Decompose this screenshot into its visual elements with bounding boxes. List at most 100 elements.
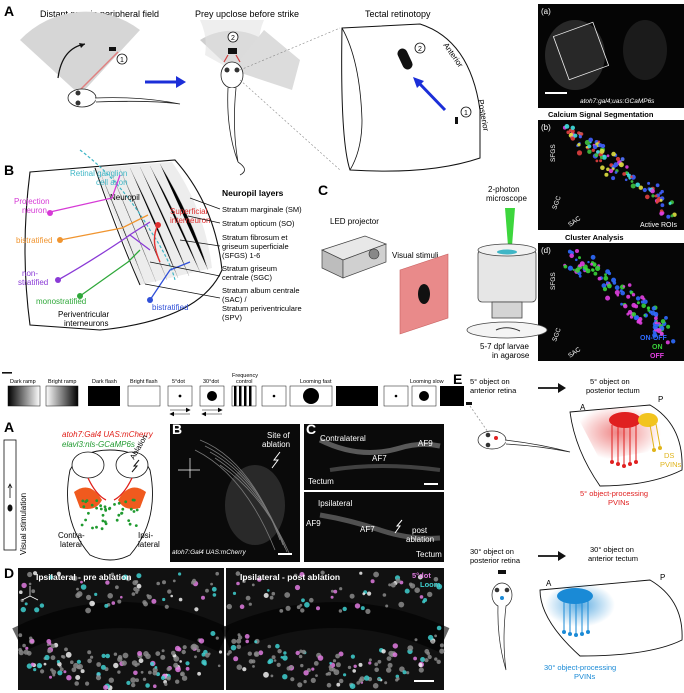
cell-dot xyxy=(110,572,115,576)
cell-dot xyxy=(166,666,171,672)
cell-dot xyxy=(76,659,81,664)
cell-dot xyxy=(284,592,291,598)
cell-dot xyxy=(665,340,670,345)
cell-dot xyxy=(136,573,142,579)
cell-dot xyxy=(210,631,216,636)
cell-dot xyxy=(126,680,131,686)
ds-label: DS xyxy=(664,451,674,460)
cell-dot xyxy=(601,283,607,289)
af-tract xyxy=(329,464,441,472)
af-tract xyxy=(318,437,441,455)
section-title: Cluster Analysis xyxy=(565,233,624,242)
scale-bar xyxy=(424,483,438,485)
cell-dot xyxy=(614,285,620,291)
motion-arrows xyxy=(169,407,223,417)
larva-eye xyxy=(75,90,81,96)
cell-dot xyxy=(121,660,127,666)
pvin-blue-soma xyxy=(562,630,590,637)
post-ablation-label: ablation xyxy=(406,535,434,544)
cell-dot xyxy=(666,214,671,219)
cell-dot xyxy=(85,681,90,686)
ds-blob xyxy=(638,413,658,427)
neuropil-dark-band xyxy=(220,602,450,652)
cell-dot xyxy=(18,633,23,638)
axis-p: P xyxy=(658,395,663,404)
neuropil-dark-band xyxy=(12,602,230,652)
cell-dot xyxy=(226,603,232,610)
cell-dot xyxy=(104,603,109,608)
laser-beam xyxy=(505,208,515,246)
cell-dot xyxy=(630,183,636,189)
layer-name: Stratum opticum (SO) xyxy=(222,219,295,228)
cell-dot xyxy=(569,132,574,137)
cell-dot xyxy=(164,682,168,686)
cell-dot xyxy=(105,653,110,659)
cell-dot xyxy=(236,644,242,650)
cell-dot xyxy=(584,267,589,271)
larvae-label: in agarose xyxy=(492,351,530,360)
cell-dot xyxy=(160,654,166,660)
bistratified-blue-label: bistratified xyxy=(152,303,188,312)
cell-dot xyxy=(43,662,47,666)
cell-dot xyxy=(173,662,179,668)
roi-cloud xyxy=(562,124,677,219)
cell-dot xyxy=(374,667,380,673)
cell-dot xyxy=(135,590,139,594)
orientation-icon xyxy=(178,458,200,478)
cell-dot xyxy=(135,508,139,512)
cell-dot xyxy=(120,595,123,599)
cell-dot xyxy=(311,667,315,671)
marker-number: 1 xyxy=(120,57,124,64)
bistratified-neuron xyxy=(59,214,149,241)
side-label: Ipsilateral xyxy=(318,499,352,508)
cell-dot xyxy=(117,501,121,505)
nonstratified-neuron xyxy=(57,221,151,281)
cell-dot xyxy=(377,659,382,664)
superficial-label: interneuron xyxy=(170,216,210,225)
layer-name: Stratum album centrale xyxy=(222,286,300,295)
panel-letter: (a) xyxy=(541,7,551,16)
neuropil-label: Neuropil xyxy=(110,193,140,202)
cell-dot xyxy=(382,593,387,597)
cell-dot xyxy=(136,583,142,589)
arrowhead-icon xyxy=(413,77,424,88)
micrograph-title: Ipsilateral - pre ablation xyxy=(36,572,131,582)
cell-cloud xyxy=(18,570,445,691)
cell-dot xyxy=(167,589,172,594)
cell-dot xyxy=(251,659,256,664)
cell-dot xyxy=(419,595,424,599)
cell-dot xyxy=(152,670,158,676)
superficial-label: Superficial xyxy=(170,207,208,216)
stimulus-dot xyxy=(418,284,430,304)
cell-dot xyxy=(132,510,136,513)
cell-dot xyxy=(148,670,152,675)
cell-dot xyxy=(99,507,103,511)
cell-dot xyxy=(439,643,444,648)
panel-letter: E xyxy=(453,371,462,387)
cell-dot xyxy=(132,498,136,502)
cell-dot xyxy=(310,677,316,684)
cell-dot xyxy=(146,594,150,597)
cell-dot xyxy=(317,655,324,661)
cell-dot xyxy=(231,638,237,644)
cell-dot xyxy=(182,645,187,650)
layer-name: Stratum marginale (SM) xyxy=(222,205,302,214)
cell-dot xyxy=(267,644,272,649)
pvin5-label: PVINs xyxy=(608,498,630,507)
cell-dot xyxy=(276,662,281,668)
cell-dot xyxy=(623,304,628,309)
prey-image-large xyxy=(397,48,413,70)
layer-label: SGC xyxy=(551,327,563,343)
pvin-red-soma xyxy=(610,460,638,468)
cell-dot xyxy=(263,671,269,678)
tectum-label: Tectum xyxy=(308,477,334,486)
cell-dot xyxy=(660,203,665,208)
cell-dot xyxy=(294,584,301,591)
cell-dot xyxy=(630,175,633,178)
rgc-axon xyxy=(79,149,176,281)
cell-dot xyxy=(336,682,341,687)
cell-dot xyxy=(142,677,147,681)
larva-head xyxy=(67,88,97,108)
cell-dot xyxy=(604,172,609,177)
af7-label: AF7 xyxy=(360,525,375,534)
